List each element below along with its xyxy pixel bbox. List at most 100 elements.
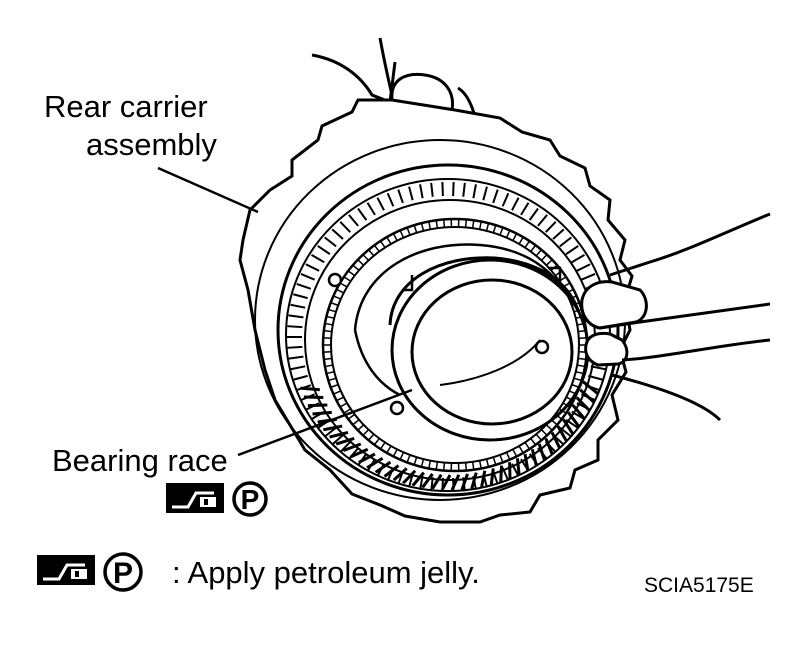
petroleum-jelly-icon: P <box>103 552 143 592</box>
helical-tooth <box>499 465 504 483</box>
gear-tooth <box>305 263 320 272</box>
gear-tooth <box>331 434 344 446</box>
helical-tooth <box>323 424 343 432</box>
gear-tooth <box>386 192 395 207</box>
gear-tooth <box>339 221 352 233</box>
grease-gun-icon <box>166 483 224 513</box>
helical-tooth <box>392 467 408 482</box>
helical-tooth <box>460 473 469 490</box>
gear-tooth <box>348 214 359 227</box>
gear-tooth <box>430 182 434 197</box>
gear-tooth <box>310 253 325 264</box>
helical-tooth <box>571 404 586 420</box>
gear-tooth <box>462 182 466 197</box>
helical-tooth <box>300 386 320 392</box>
helical-tooth <box>307 403 328 408</box>
leader-rear-carrier <box>157 166 259 214</box>
helical-tooth <box>430 473 443 490</box>
helical-tooth <box>366 457 384 469</box>
gear-tooth <box>552 228 565 240</box>
helical-tooth <box>515 458 521 476</box>
gear-tooth <box>317 245 331 255</box>
bolt-hole-3 <box>534 339 550 355</box>
svg-text:P: P <box>241 484 260 515</box>
svg-text:P: P <box>113 557 133 590</box>
legend-text: : Apply petroleum jelly. <box>172 555 480 590</box>
rear-carrier-assembly <box>238 98 634 524</box>
rear-carrier-label-line1: Rear carrier <box>44 89 208 124</box>
gear-tooth <box>441 182 444 197</box>
rear-carrier-label-line2: assembly <box>86 127 217 162</box>
gear-tooth <box>576 263 591 272</box>
helical-tooth <box>411 471 425 487</box>
inner-plate <box>353 243 561 331</box>
helical-tooth <box>530 448 538 466</box>
bearing-race <box>388 256 590 442</box>
helical-tooth <box>329 430 349 439</box>
helical-tooth <box>550 431 561 449</box>
helical-tooth <box>575 396 591 412</box>
gear-tooth <box>511 197 520 211</box>
gear-tooth <box>331 228 344 240</box>
petroleum-jelly-icon: P <box>232 481 268 517</box>
gear-tooth <box>482 186 488 201</box>
helical-tooth <box>342 442 362 453</box>
gear-tooth <box>348 447 359 460</box>
gear-tooth <box>324 236 337 248</box>
helical-tooth <box>335 436 355 446</box>
gear-tooth <box>290 303 306 309</box>
helical-tooth <box>562 418 575 435</box>
helical-tooth <box>421 473 434 489</box>
gear-tooth <box>357 207 368 221</box>
helical-tooth <box>440 474 452 490</box>
gear-tooth <box>408 186 414 201</box>
gear-tooth <box>544 221 557 233</box>
bearing-race-label: Bearing race <box>52 443 228 478</box>
helical-tooth <box>582 380 599 395</box>
gear-tooth <box>287 325 303 329</box>
helical-tooth <box>556 425 568 443</box>
gear-tooth <box>292 293 308 300</box>
bolt-hole-1 <box>327 272 343 288</box>
gear-tooth <box>492 189 499 204</box>
gear-tooth <box>501 192 510 207</box>
bearing-race-inner <box>410 278 574 426</box>
gear-tooth <box>300 273 316 281</box>
leader-bearing-race <box>237 388 413 457</box>
figure-code: SCIA5175E <box>644 574 754 597</box>
helical-tooth <box>579 388 595 404</box>
helical-tooth <box>350 447 369 459</box>
gear-tooth <box>290 365 306 371</box>
gear-tooth <box>419 184 424 199</box>
gear-tooth <box>580 273 596 281</box>
gear-tooth <box>472 184 477 199</box>
helical-tooth <box>480 470 487 488</box>
helical-tooth <box>567 411 581 428</box>
gear-tooth <box>324 426 337 438</box>
gear-tooth <box>537 214 548 227</box>
gear-tooth <box>559 236 572 248</box>
gear-tooth <box>288 314 304 319</box>
grease-gun-icon <box>37 555 95 585</box>
gear-tooth <box>528 207 539 221</box>
gear-tooth <box>296 283 312 290</box>
gear-tooth <box>397 189 404 204</box>
gear-tooth <box>339 441 352 453</box>
gear-tooth <box>288 355 304 360</box>
gear-tooth <box>520 202 530 216</box>
right-hand <box>580 212 771 422</box>
gear-tooth <box>376 197 385 211</box>
helical-tooth <box>312 410 332 416</box>
gear-tooth <box>366 202 376 216</box>
gear-tooth <box>565 245 579 255</box>
bolt-hole-2 <box>389 400 405 416</box>
helical-tooth <box>383 464 400 478</box>
gear-tooth <box>287 345 303 349</box>
helical-tooth <box>544 437 554 455</box>
helical-tooth <box>470 472 478 489</box>
helical-tooth <box>402 469 417 485</box>
helical-tooth <box>489 468 495 485</box>
gear-tooth <box>571 253 586 264</box>
helical-tooth <box>523 453 530 471</box>
